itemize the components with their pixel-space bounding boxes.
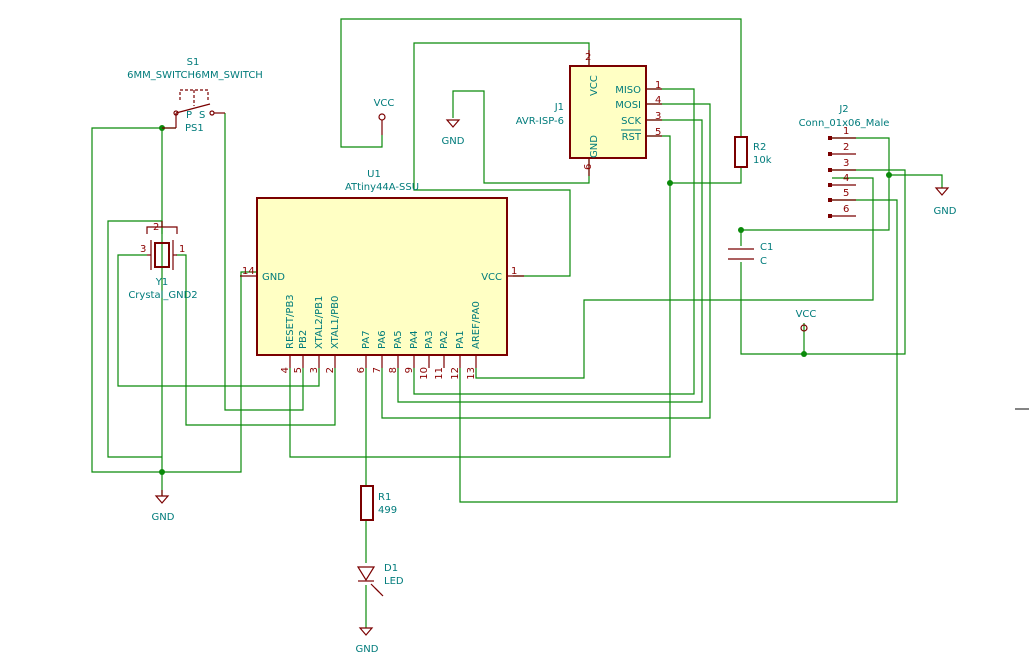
u1-pin-number: 7 <box>372 367 383 373</box>
j2-pin-number: 5 <box>843 188 849 199</box>
u1-pin-number: 4 <box>280 367 291 373</box>
j2-pin-number: 1 <box>843 126 849 137</box>
u1-ref: U1 <box>367 169 381 180</box>
gnd-label: GND <box>934 206 957 217</box>
u1-pin-number: 11 <box>434 367 445 380</box>
junctions <box>159 125 892 475</box>
j1-ref: J1 <box>554 102 564 113</box>
u1-pin-number: 9 <box>404 367 415 373</box>
y1-crystal[interactable]: 2 3 1 Y1 Crystal_GND2 <box>128 221 198 301</box>
j1-isp-header[interactable]: J1 AVR-ISP-6 VCC 2 GND 6 MISO MOSI SCK R… <box>516 50 662 176</box>
u1-pin-label: XTAL1/PB0 <box>330 296 341 349</box>
j2-connector[interactable]: J2 Conn_01x06_Male 1 2 3 4 5 6 <box>799 104 890 218</box>
j2-pin-number: 2 <box>843 142 849 153</box>
u1-pin-label: PA4 <box>409 330 420 349</box>
r2-value: 10k <box>753 155 772 166</box>
j1-pin-label: MOSI <box>615 100 641 111</box>
u1-ic[interactable]: U1 ATtiny44A-SSU GND 14 VCC 1 RESET/PB3 4… <box>240 169 524 380</box>
j1-pin-number: 3 <box>655 111 661 122</box>
u1-pin-label: RESET/PB3 <box>285 294 296 349</box>
u1-pin-label: PA7 <box>361 330 372 349</box>
u1-pin-number: 8 <box>388 367 399 373</box>
u1-pin-label: PA6 <box>377 330 388 349</box>
u1-value: ATtiny44A-SSU <box>345 182 419 193</box>
r1-value: 499 <box>378 505 397 516</box>
u1-pin-14-number: 14 <box>242 266 255 277</box>
u1-pin-number: 2 <box>325 367 336 373</box>
u1-pin-number: 10 <box>419 367 430 380</box>
u1-pin-1-number: 1 <box>511 266 517 277</box>
j1-pin-label: MISO <box>615 85 641 96</box>
j2-pin-number: 3 <box>843 158 849 169</box>
s1-pin-s: S <box>199 110 205 121</box>
s1-value: 6MM_SWITCH6MM_SWITCH <box>127 70 263 81</box>
r1-ref: R1 <box>378 492 391 503</box>
j2-pin-number: 6 <box>843 204 849 215</box>
j2-pins: 1 2 3 4 5 6 <box>828 126 856 218</box>
gnd-label: GND <box>442 136 465 147</box>
s1-switch[interactable]: S1 6MM_SWITCH6MM_SWITCH P S PS1 <box>127 57 263 134</box>
u1-pin-label: PA3 <box>424 330 435 349</box>
vcc-label: VCC <box>796 309 817 320</box>
j1-value: AVR-ISP-6 <box>516 116 564 127</box>
d1-led[interactable]: D1 LED <box>356 563 404 597</box>
j1-pin-2-number: 2 <box>585 52 591 63</box>
gnd-symbol-j2: GND <box>934 187 957 217</box>
j1-pin-number: 5 <box>655 127 661 138</box>
d1-value: LED <box>384 576 404 587</box>
y1-value: Crystal_GND2 <box>128 290 197 301</box>
j2-ref: J2 <box>838 104 848 115</box>
u1-pin-label: AREF/PA0 <box>471 301 482 349</box>
u1-bottom-pins: RESET/PB3 4 PB2 5 XTAL2/PB1 3 XTAL1/PB0 2 PA… <box>280 294 482 379</box>
c1-capacitor[interactable]: C1 C <box>728 242 773 267</box>
y1-pin-2: 2 <box>153 222 159 233</box>
y1-pin-3: 3 <box>140 244 146 255</box>
j1-gnd-label: GND <box>589 135 600 158</box>
gnd-symbol-led: GND <box>356 627 379 655</box>
u1-pin-number: 3 <box>309 367 320 373</box>
u1-pin-gnd-label: GND <box>262 272 285 283</box>
u1-pin-label: XTAL2/PB1 <box>314 296 325 349</box>
u1-pin-number: 6 <box>356 367 367 373</box>
u1-pin-label: PB2 <box>298 330 309 349</box>
c1-ref: C1 <box>760 242 773 253</box>
r1-resistor[interactable]: R1 499 <box>360 485 397 521</box>
gnd-label: GND <box>152 512 175 523</box>
gnd-symbol-left: GND <box>152 490 175 523</box>
u1-pin-vcc-label: VCC <box>481 272 502 283</box>
d1-ref: D1 <box>384 563 398 574</box>
j1-pin-number: 4 <box>655 95 661 106</box>
y1-ref: Y1 <box>155 277 168 288</box>
u1-pin-label: PA1 <box>455 330 466 349</box>
s1-ref: S1 <box>187 57 200 68</box>
u1-pin-label: PA5 <box>393 330 404 349</box>
j1-vcc-label: VCC <box>589 75 600 96</box>
c1-value: C <box>760 256 767 267</box>
u1-pin-label: PA2 <box>439 330 450 349</box>
r2-ref: R2 <box>753 142 766 153</box>
j1-pin-number: 1 <box>655 80 661 91</box>
vcc-symbol-u1: VCC <box>374 98 395 135</box>
gnd-label: GND <box>356 644 379 655</box>
u1-pin-number: 12 <box>450 367 461 380</box>
gnd-symbol-j1: GND <box>442 119 465 147</box>
j1-pin-label: RST <box>622 132 642 143</box>
u1-pin-number: 13 <box>466 367 477 380</box>
vcc-label: VCC <box>374 98 395 109</box>
u1-pin-number: 5 <box>293 367 304 373</box>
y1-pin-1: 1 <box>179 244 185 255</box>
j2-value: Conn_01x06_Male <box>799 118 890 129</box>
vcc-symbol-right: VCC <box>796 309 817 332</box>
j1-pin-label: SCK <box>621 116 641 127</box>
r2-resistor[interactable]: R2 10k <box>734 136 772 168</box>
j1-pin-6-number: 6 <box>583 164 594 170</box>
s1-pin-p: P <box>186 110 192 121</box>
j2-pin-number: 4 <box>843 173 849 184</box>
s1-pin-ps: PS1 <box>185 123 204 134</box>
